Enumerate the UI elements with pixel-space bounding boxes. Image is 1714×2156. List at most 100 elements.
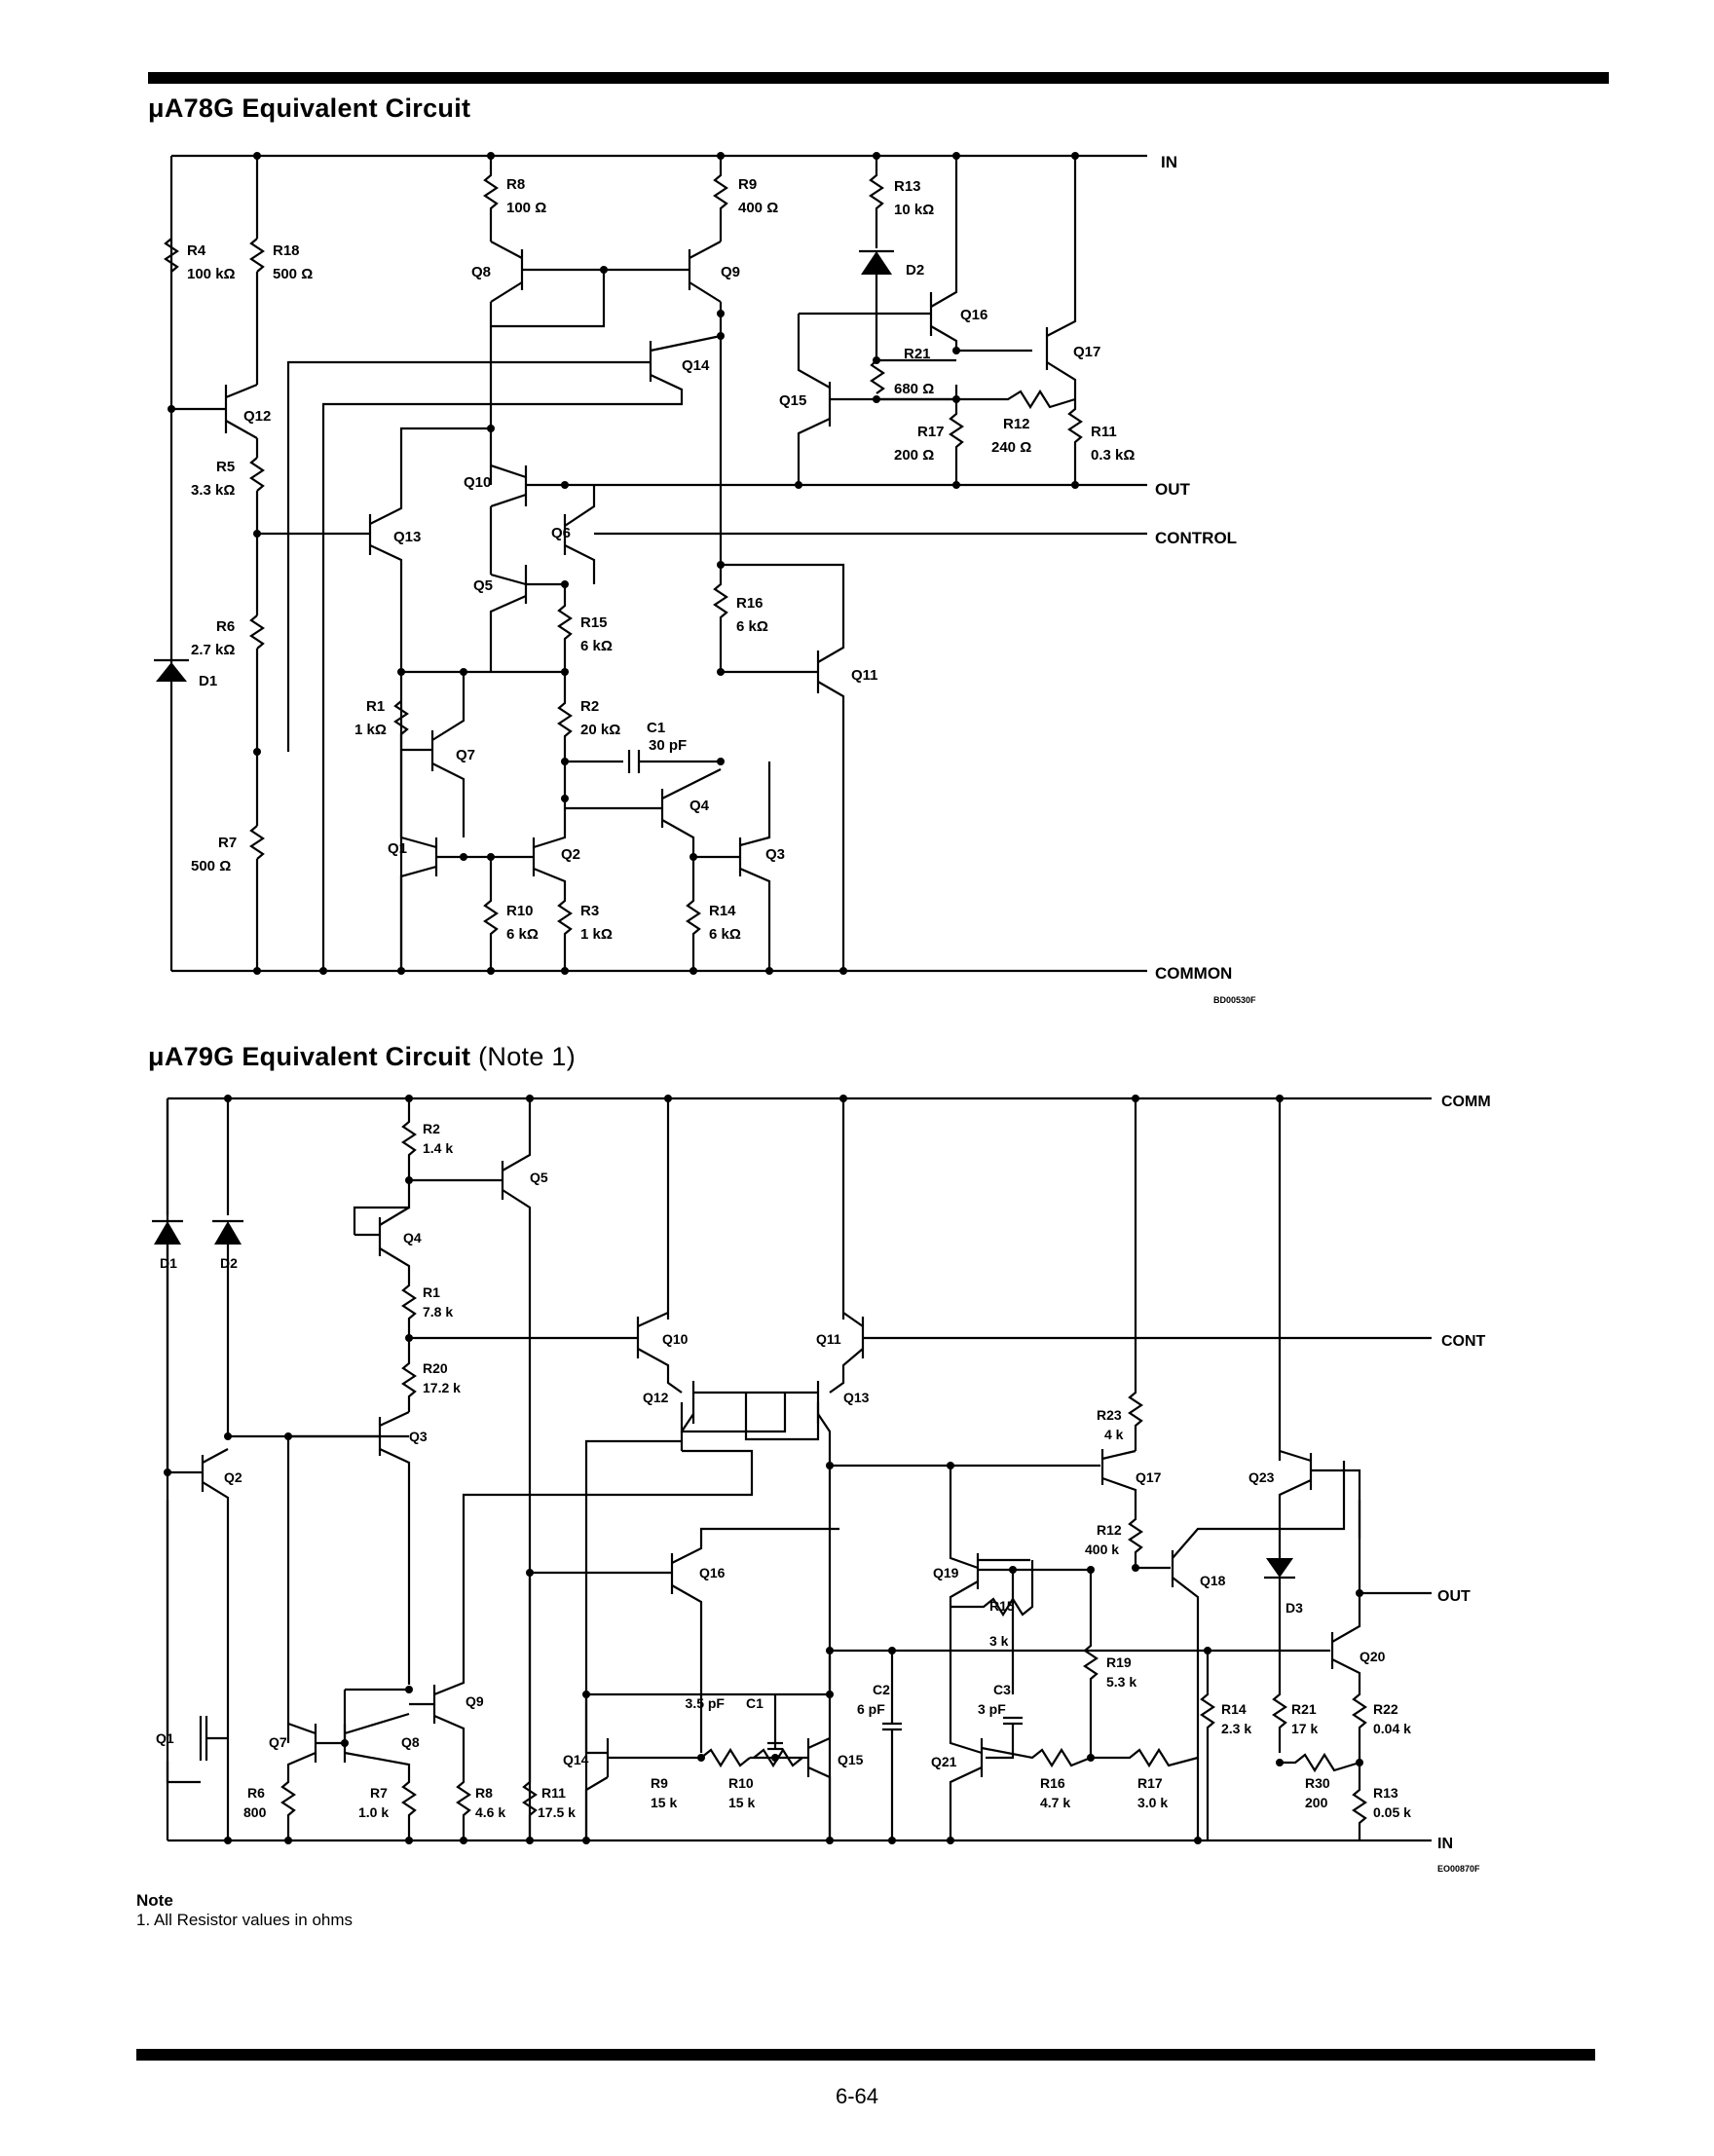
transistor-q12 [171,383,258,439]
label-b-r14: R14 [1221,1701,1247,1717]
label-b-d3: D3 [1286,1600,1303,1616]
value-r4: 100 kΩ [187,266,236,282]
label-b-q4: Q4 [403,1230,422,1245]
pin-in: IN [1161,153,1177,171]
label-b-q8: Q8 [401,1734,420,1750]
value-r6: 2.7 kΩ [191,642,235,658]
value-b-r10: 15 k [728,1795,755,1810]
label-b-q20: Q20 [1360,1649,1386,1664]
value-r1: 1 kΩ [354,722,387,738]
label-b-q18: Q18 [1200,1573,1226,1588]
label-b-r10: R10 [728,1775,754,1791]
label-b-q2: Q2 [224,1469,242,1485]
label-q9: Q9 [721,264,740,280]
value-r18: 500 Ω [273,266,313,282]
label-b-c3: C3 [993,1682,1011,1697]
left-chain [164,156,265,971]
pin-control: CONTROL [1155,529,1237,547]
pin-out: OUT [1155,480,1191,499]
pin-cont: CONT [1441,1333,1486,1350]
label-b-q16: Q16 [699,1565,726,1580]
bias-mirror [280,1436,754,1840]
label-b-q5: Q5 [530,1170,548,1185]
value-b-c1: 3.5 pF [686,1695,726,1711]
value-r14: 6 kΩ [709,926,741,943]
label-r2: R2 [580,698,599,715]
value-b-r17: 3.0 k [1137,1795,1168,1810]
value-b-r30: 200 [1305,1795,1328,1810]
in-rail [169,154,1147,971]
top-circuit-title: μA78G Equivalent Circuit [148,93,471,123]
label-q4: Q4 [689,798,710,814]
label-b-q11: Q11 [816,1331,841,1347]
diff-pair-bottom [584,1098,865,1840]
label-d1: D1 [199,673,217,689]
value-r10: 6 kΩ [506,926,539,943]
note-block: Note 1. All Resistor values in ohms [136,1891,353,1930]
value-b-r2: 1.4 k [423,1140,453,1156]
label-q12: Q12 [243,408,271,425]
label-r21: R21 [904,346,931,362]
label-b-q10: Q10 [662,1331,689,1347]
gain-stage-bottom [530,1527,839,1840]
label-b-q23: Q23 [1248,1469,1275,1485]
label-b-r9: R9 [651,1775,668,1791]
drawing-code: BD00530F [1213,995,1256,1005]
bottom-title-note: (Note 1) [478,1042,577,1071]
value-r13: 10 kΩ [894,202,934,218]
value-r21: 680 Ω [894,381,934,397]
value-b-c3: 3 pF [978,1701,1006,1717]
label-b-q1: Q1 [156,1730,174,1746]
label-r15: R15 [580,614,608,631]
value-b-r7: 1.0 k [358,1804,389,1820]
label-q2: Q2 [561,846,580,863]
label-b-r23: R23 [1097,1407,1122,1423]
label-b-r19: R19 [1106,1654,1132,1670]
label-b-d1: D1 [160,1255,177,1271]
label-r13: R13 [894,178,921,195]
label-r17: R17 [917,424,945,440]
label-q16: Q16 [960,307,987,323]
label-b-q14: Q14 [563,1752,589,1767]
label-r11: R11 [1091,424,1117,440]
reference-chain [288,1098,638,1840]
value-b-r16: 4.7 k [1040,1795,1070,1810]
diodes-d1-d2 [152,1098,409,1472]
value-b-r22: 0.04 k [1373,1721,1411,1736]
label-b-r2: R2 [423,1121,440,1136]
label-b-r1: R1 [423,1284,440,1300]
label-b-r17: R17 [1137,1775,1163,1791]
label-q5: Q5 [473,577,493,594]
drawing-code-bottom: EO00870F [1437,1864,1480,1874]
label-r12: R12 [1003,416,1030,432]
label-b-q9: Q9 [466,1693,484,1709]
pin-common: COMMON [1155,964,1232,983]
label-b-q19: Q19 [933,1565,959,1580]
label-q6: Q6 [551,525,571,541]
label-b-d2: D2 [220,1255,238,1271]
label-c1: C1 [647,720,665,736]
junction-dots [168,152,1079,975]
label-b-c2: C2 [873,1682,890,1697]
value-r9: 400 Ω [738,200,778,216]
bottom-rule [136,2049,1595,2061]
value-b-r15: 3 k [989,1633,1009,1649]
label-q15: Q15 [779,392,806,409]
value-b-r20: 17.2 k [423,1380,461,1395]
transistor-q14 [286,334,722,971]
value-b-r21: 17 k [1291,1721,1318,1736]
value-r7: 500 Ω [191,858,231,874]
note-text: 1. All Resistor values in ohms [136,1911,354,1929]
output-stage-bottom [1200,1098,1367,1840]
transistors-q1-q2 [166,1448,230,1840]
label-q10: Q10 [464,474,491,491]
value-b-r1: 7.8 k [423,1304,453,1320]
output-driver-bottom [830,1098,1346,1840]
value-r17: 200 Ω [894,447,934,464]
label-b-q7: Q7 [269,1734,287,1750]
label-b-q17: Q17 [1136,1469,1162,1485]
label-r1: R1 [366,698,385,715]
label-r4: R4 [187,242,206,259]
bottom-title-text: μA79G Equivalent Circuit [148,1042,471,1071]
label-d2: D2 [906,262,924,279]
